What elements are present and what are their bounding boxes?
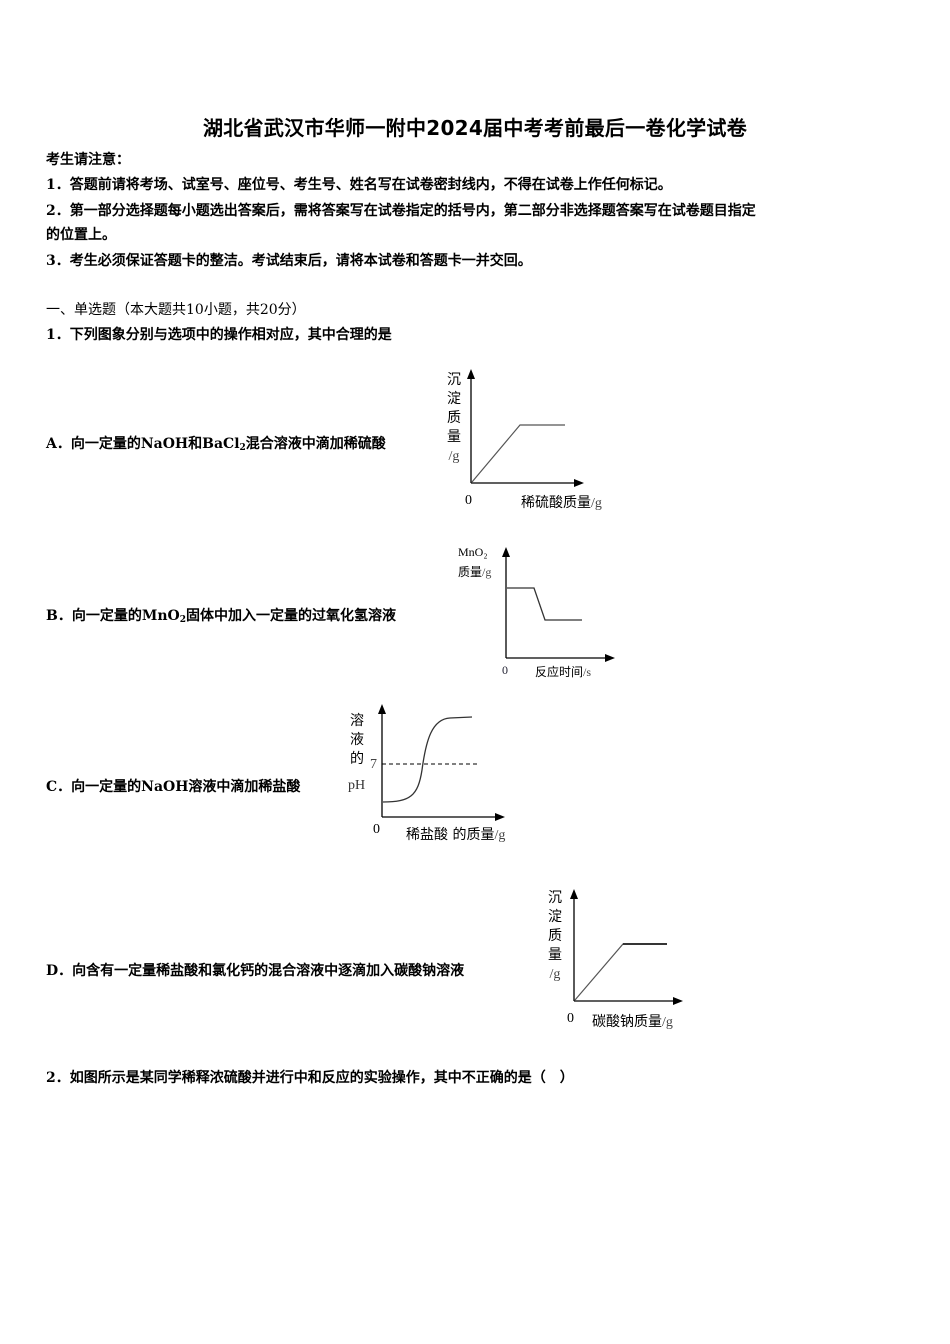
option-d-text: D．向含有一定量稀盐酸和氯化钙的混合溶液中逐滴加入碳酸钠溶液 xyxy=(46,963,465,979)
question-2-stem: 2．如图所示是某同学稀释浓硫酸并进行中和反应的实验操作，其中不正确的是（ ） xyxy=(46,1070,574,1086)
notice-heading: 考生请注意： xyxy=(46,152,130,168)
option-d: D．向含有一定量稀盐酸和氯化钙的混合溶液中逐滴加入碳酸钠溶液 xyxy=(46,960,464,980)
chart-a-xlabel: 稀硫酸质量/g xyxy=(521,495,602,511)
chart-d: 沉 淀 质 量 /g 0 碳酸钠质量/g xyxy=(540,885,700,1035)
chart-c-ref-label: 7 xyxy=(370,757,377,772)
chart-d-origin: 0 xyxy=(567,1011,574,1026)
chart-b-xlabel: 反应时间/s xyxy=(535,665,592,679)
page-title: 湖北省武汉市华师一附中2024届中考考前最后一卷化学试卷 xyxy=(202,116,748,140)
option-a: A．向一定量的NaOH和BaCl2混合溶液中滴加稀硫酸 xyxy=(46,433,386,453)
option-c-text: C．向一定量的NaOH溶液中滴加稀盐酸 xyxy=(46,779,301,795)
chart-b-origin: 0 xyxy=(502,663,508,677)
option-c: C．向一定量的NaOH溶液中滴加稀盐酸 xyxy=(46,776,300,796)
chart-c-xlabel: 稀盐酸 的质量/g xyxy=(406,827,506,843)
option-a-text: A．向一定量的NaOH和BaCl xyxy=(46,436,240,452)
chart-b-ylabel: 质量/g xyxy=(458,565,492,579)
chart-a-origin: 0 xyxy=(465,493,472,508)
option-b: B．向一定量的MnO2固体中加入一定量的过氧化氢溶液 xyxy=(46,605,396,625)
chart-b-ylabel-top: MnO₂ xyxy=(458,545,488,559)
chart-c-ph-label: pH xyxy=(348,778,366,793)
option-a-text-2: 混合溶液中滴加稀硫酸 xyxy=(245,436,386,452)
chart-d-ylabel: 沉 淀 质 量 /g xyxy=(548,890,562,982)
option-b-sub: 2 xyxy=(179,615,186,625)
question-1-stem: 1．下列图象分别与选项中的操作相对应，其中合理的是 xyxy=(46,327,392,343)
chart-c-ylabel: 溶 液 的 xyxy=(350,713,364,767)
chart-a-ylabel: 沉 淀 质 量 /g xyxy=(447,372,461,464)
option-b-text-2: 固体中加入一定量的过氧化氢溶液 xyxy=(185,608,396,624)
notice-item-2-cont: 的位置上。 xyxy=(46,227,116,243)
chart-a: 沉 淀 质 量 /g 0 稀硫酸质量/g xyxy=(440,365,640,520)
notice-item-3: 3．考生必须保证答题卡的整洁。考试结束后，请将本试卷和答题卡一并交回。 xyxy=(46,253,532,269)
notice-item-1: 1．答题前请将考场、试室号、座位号、考生号、姓名写在试卷密封线内，不得在试卷上作… xyxy=(46,177,672,193)
option-b-text: B．向一定量的MnO xyxy=(46,608,180,624)
chart-c: 溶 液 的 7 pH 0 稀盐酸 的质量/g xyxy=(340,700,540,850)
chart-b: MnO₂ 质量/g 0 反应时间/s xyxy=(455,543,630,683)
chart-d-xlabel: 碳酸钠质量/g xyxy=(592,1014,673,1030)
option-a-sub: 2 xyxy=(239,443,246,453)
chart-c-origin: 0 xyxy=(373,822,380,837)
section-heading: 一、单选题（本大题共10小题，共20分） xyxy=(46,302,306,318)
notice-item-2: 2．第一部分选择题每小题选出答案后，需将答案写在试卷指定的括号内，第二部分非选择… xyxy=(46,203,756,219)
